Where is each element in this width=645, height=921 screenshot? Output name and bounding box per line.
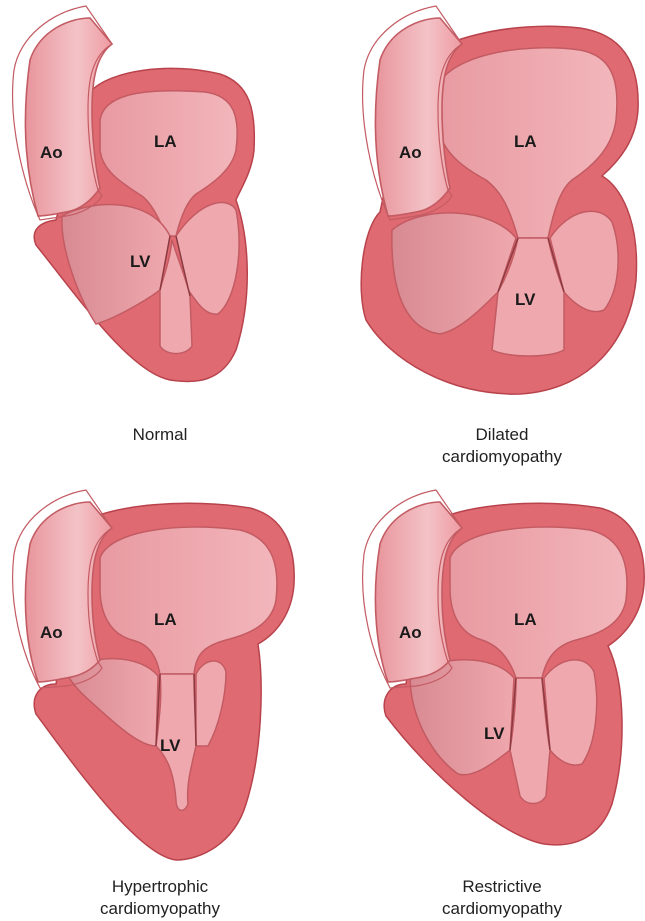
label-la: LA [514,610,537,630]
label-ao: Ao [399,623,422,643]
heart-restrictive-diagram [350,484,645,874]
label-la: LA [514,132,537,152]
panel-restrictive: Ao LA LV Restrictive cardiomyopathy [350,484,645,921]
caption-line1: Normal [60,424,260,446]
left-ventricle-posterior [544,660,597,765]
label-ao: Ao [40,623,63,643]
caption-line2: cardiomyopathy [402,446,602,468]
caption-restrictive: Restrictive cardiomyopathy [402,876,602,920]
panel-normal: Ao LA LV Normal [0,0,320,460]
heart-normal-diagram [0,0,320,400]
caption-line1: Hypertrophic [60,876,260,898]
label-ao: Ao [399,143,422,163]
caption-dilated: Dilated cardiomyopathy [402,424,602,468]
heart-hypertrophic-diagram [0,484,320,874]
caption-line2: cardiomyopathy [60,898,260,920]
panel-dilated: Ao LA LV Dilated cardiomyopathy [350,0,645,470]
label-lv: LV [130,252,150,272]
caption-normal: Normal [60,424,260,446]
panel-hypertrophic: Ao LA LV Hypertrophic cardiomyopathy [0,484,320,921]
caption-line1: Dilated [402,424,602,446]
label-lv: LV [160,736,180,756]
label-lv: LV [484,724,504,744]
caption-line1: Restrictive [402,876,602,898]
label-ao: Ao [40,143,63,163]
label-la: LA [154,610,177,630]
label-la: LA [154,132,177,152]
label-lv: LV [515,290,535,310]
heart-dilated-diagram [350,0,645,400]
caption-hypertrophic: Hypertrophic cardiomyopathy [60,876,260,920]
caption-line2: cardiomyopathy [402,898,602,920]
